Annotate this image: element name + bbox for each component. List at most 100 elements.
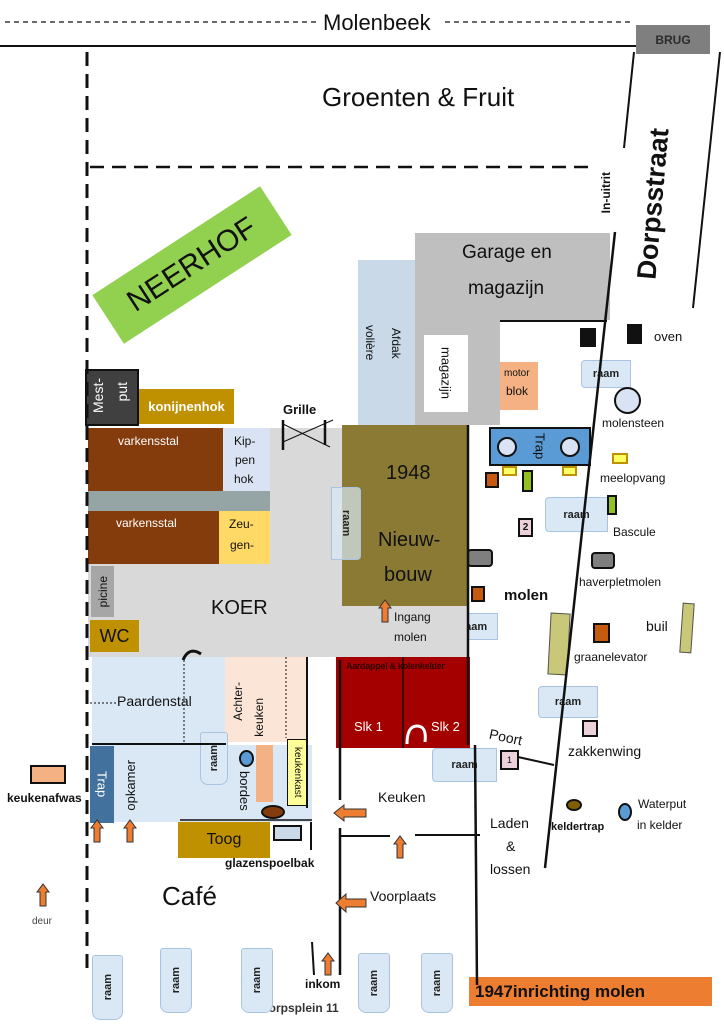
molen-label: molen bbox=[504, 587, 549, 604]
window: raam bbox=[538, 686, 598, 718]
waterput-icon bbox=[618, 803, 632, 821]
waterput-label-2: in kelder bbox=[637, 818, 683, 832]
grille-bar bbox=[282, 419, 334, 443]
varkensstal-label: varkensstal bbox=[116, 516, 177, 530]
box-1: 1 bbox=[500, 750, 519, 770]
hopper-icon bbox=[502, 466, 517, 476]
toog-block: Toog bbox=[178, 822, 270, 858]
molensteen-icon bbox=[614, 387, 641, 414]
bascule-icon bbox=[607, 495, 617, 515]
zakkenwing-icon bbox=[582, 720, 598, 737]
glazenspoelbak-label: glazenspoelbak bbox=[225, 856, 315, 870]
varkensstal-label: varkensstal bbox=[118, 434, 179, 448]
corridor bbox=[88, 491, 270, 511]
inkom-arrow-icon bbox=[321, 952, 335, 976]
kippenhok-block bbox=[223, 428, 270, 491]
grille-label: Grille bbox=[283, 402, 317, 417]
kippenhok-label-2: pen bbox=[235, 453, 256, 467]
voliere-block bbox=[358, 260, 415, 425]
kippenhok-label-1: Kip- bbox=[234, 434, 256, 448]
machine-icon bbox=[485, 472, 499, 488]
graanelevator-label: graanelevator bbox=[574, 650, 648, 664]
counter-block bbox=[256, 745, 273, 802]
paardenstal-label: Paardenstal bbox=[117, 693, 192, 709]
nieuwbouw-label-1: Nieuw- bbox=[378, 529, 441, 551]
molenbeek-label: Molenbeek bbox=[323, 10, 431, 35]
turn-arrow-icon bbox=[181, 649, 202, 661]
inkom-wall bbox=[311, 941, 315, 976]
oven-icon bbox=[627, 324, 642, 344]
garage-label-1: Garage en bbox=[462, 242, 552, 263]
ingang-label-2: molen bbox=[394, 630, 427, 644]
koer-label: KOER bbox=[211, 597, 268, 619]
machine-icon bbox=[471, 586, 485, 602]
kelder-turn-arrow-icon bbox=[405, 724, 427, 745]
window: raam bbox=[331, 487, 361, 560]
meelopvang-label: meelopvang bbox=[600, 471, 666, 485]
poort-wall bbox=[517, 756, 555, 766]
molensteen-label: molensteen bbox=[602, 416, 665, 430]
koer-area-south bbox=[342, 606, 468, 657]
afdak-label: Afdak bbox=[389, 328, 403, 359]
deur-arrow-icon bbox=[36, 883, 50, 907]
cafe-label: Café bbox=[162, 881, 217, 911]
mestput-block bbox=[85, 369, 139, 426]
motorblok-label-1: motor bbox=[504, 368, 530, 379]
laden-label-2: & bbox=[506, 838, 516, 854]
front-window: raam bbox=[358, 953, 390, 1013]
waterput-label-1: Waterput bbox=[638, 797, 687, 811]
garden-label: Groenten & Fruit bbox=[322, 82, 515, 112]
nieuwbouw-label-2: bouw bbox=[384, 564, 432, 586]
keuken-left-arrow-icon bbox=[333, 803, 367, 823]
kippenhok-label-3: hok bbox=[234, 472, 254, 486]
garage-block bbox=[415, 233, 610, 320]
front-window: raam bbox=[241, 948, 273, 1013]
machine-icon bbox=[522, 470, 533, 492]
keuken-label: Keuken bbox=[378, 789, 426, 805]
window: raam bbox=[432, 748, 497, 782]
oven-block-icon bbox=[580, 328, 596, 347]
wc-block: WC bbox=[90, 620, 139, 652]
front-window: raam bbox=[160, 948, 192, 1013]
zeugen-label-2: gen- bbox=[230, 538, 255, 552]
inkom-label: inkom bbox=[305, 977, 341, 991]
magazijn-label: magazijn bbox=[438, 347, 454, 400]
table-icon bbox=[261, 805, 285, 819]
motorblok-box bbox=[500, 362, 538, 410]
zeugen-label-1: Zeu- bbox=[229, 517, 254, 531]
voorplaats-label: Voorplaats bbox=[370, 888, 437, 904]
inrichting-banner: 1947inrichting molen bbox=[469, 977, 712, 1006]
laden-label-1: Laden bbox=[490, 815, 529, 831]
opkamer-arrow-icon bbox=[123, 819, 137, 843]
laden-label-3: lossen bbox=[490, 861, 531, 877]
street-edge-east bbox=[692, 51, 721, 309]
slk1-label: Slk 1 bbox=[354, 719, 383, 734]
konijnenhok-block: konijnenhok bbox=[139, 389, 234, 424]
keukenkast-label: keukenkast bbox=[292, 747, 303, 798]
bridge: BRUG bbox=[636, 25, 710, 54]
molen-wall bbox=[473, 744, 479, 986]
bordes-label: bordes bbox=[237, 771, 252, 811]
nieuwbouw-year: 1948 bbox=[386, 462, 431, 484]
deur-label: deur bbox=[32, 916, 53, 927]
paardenstal-block bbox=[92, 657, 225, 745]
graanelevator-icon bbox=[593, 623, 610, 643]
keukenafwas-icon bbox=[30, 765, 66, 784]
trap-arrow-icon bbox=[90, 819, 104, 843]
address-label: Dorpsplein 11 bbox=[260, 1001, 339, 1015]
bordes-icon bbox=[239, 750, 254, 767]
window: raam bbox=[200, 732, 228, 785]
varkensstal-block bbox=[88, 511, 219, 564]
oven-label: oven bbox=[654, 329, 683, 344]
mill-stairs-label: Trap bbox=[532, 433, 548, 460]
keldertrap-label: keldertrap bbox=[551, 821, 605, 833]
grille-bar bbox=[282, 423, 331, 448]
keuken-arrow-icon bbox=[393, 835, 407, 859]
kelder-label: Aardappel & kolenkelder bbox=[346, 661, 445, 671]
street-edge-west bbox=[623, 51, 635, 149]
window-label: raam bbox=[340, 510, 352, 537]
millstone-icon bbox=[497, 437, 517, 457]
haverpletmolen-icon bbox=[591, 552, 615, 569]
voliere-label: volière bbox=[363, 325, 377, 361]
glazenspoelbak-icon bbox=[273, 825, 302, 841]
